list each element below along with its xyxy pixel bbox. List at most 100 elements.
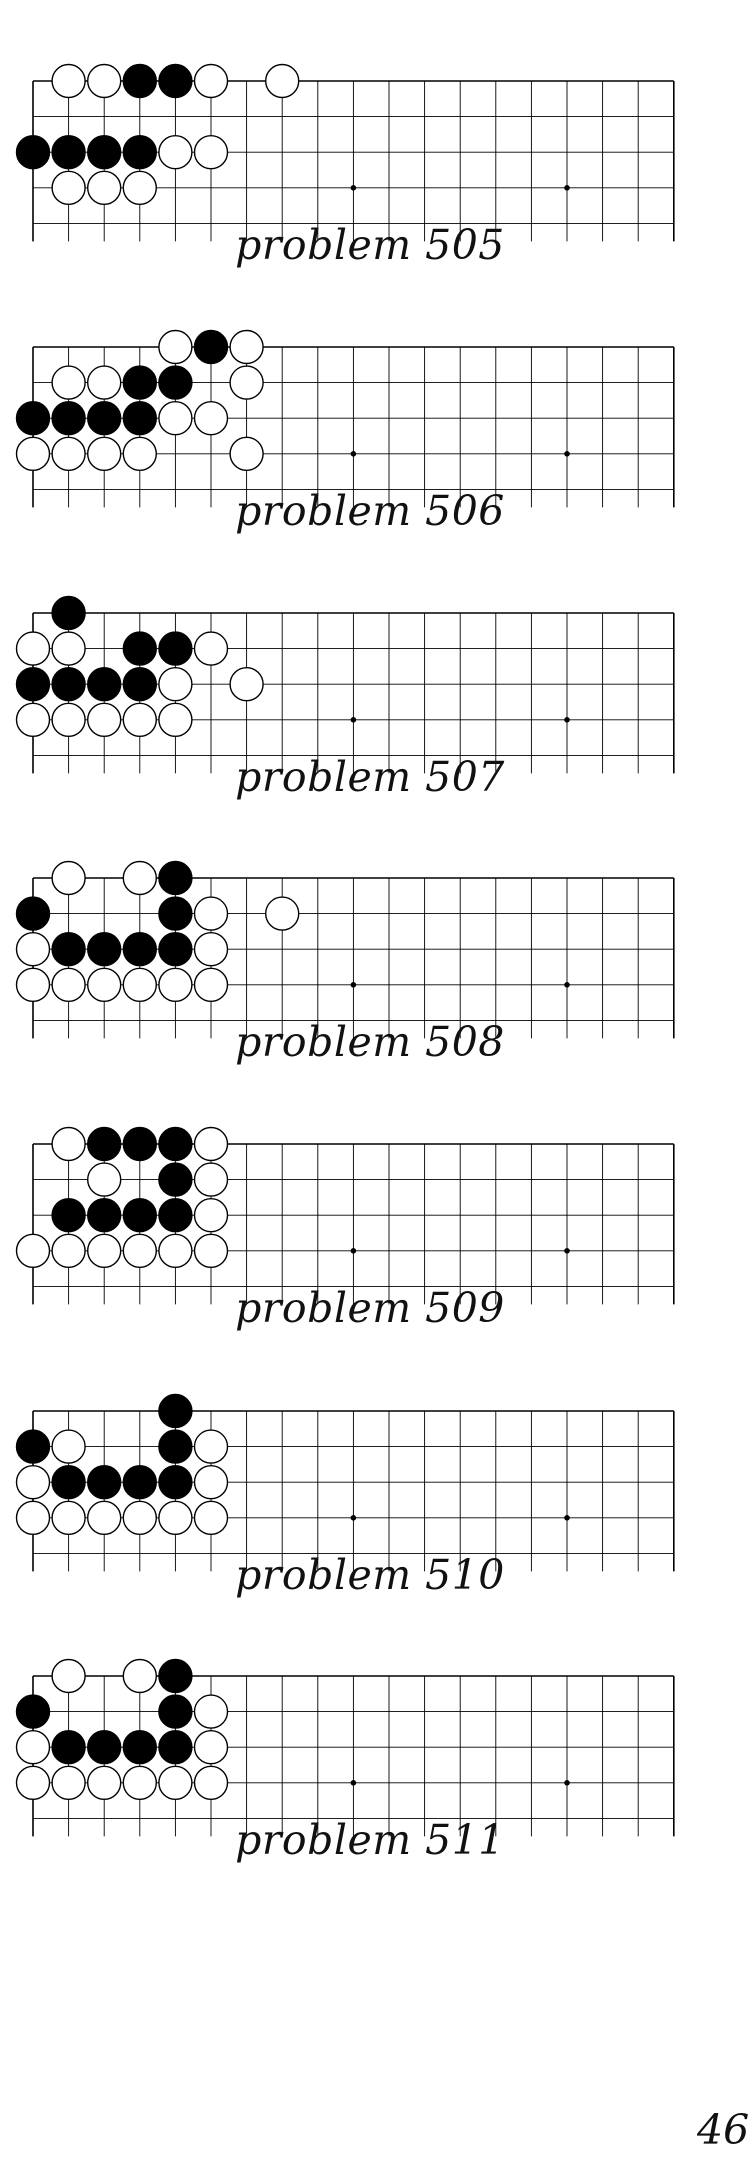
white-stone [51, 1126, 86, 1162]
black-stone [86, 666, 122, 702]
problem-caption: problem 510 [235, 1551, 505, 1599]
problem-caption: problem 509 [235, 1284, 505, 1332]
white-stone [193, 1694, 229, 1729]
problem-caption: problem 508 [235, 1018, 505, 1066]
black-stone [158, 896, 193, 931]
white-stone [51, 365, 86, 400]
white-stone [229, 329, 264, 365]
white-stone [51, 702, 86, 738]
star-point [564, 451, 570, 457]
go-board-diagram [15, 329, 675, 508]
black-stone [158, 1694, 193, 1729]
black-stone [51, 1197, 86, 1233]
white-stone [51, 631, 86, 666]
problem-caption: problem 506 [235, 487, 505, 535]
white-stone [86, 1233, 122, 1269]
black-stone [86, 1729, 122, 1765]
white-stone [193, 400, 229, 436]
white-stone [86, 170, 122, 206]
star-point [350, 451, 357, 457]
black-stone [51, 931, 86, 967]
white-stone [193, 63, 229, 99]
black-stone [158, 931, 193, 967]
white-stone [86, 702, 122, 738]
white-stone [193, 1765, 229, 1801]
white-stone [265, 63, 300, 99]
black-stone [15, 666, 51, 702]
page-number: 46 [697, 2106, 749, 2154]
star-point [350, 1515, 357, 1521]
white-stone [193, 1162, 229, 1197]
white-stone [15, 702, 51, 738]
white-stone [86, 365, 122, 400]
white-stone [229, 365, 264, 400]
white-stone [86, 436, 122, 472]
white-stone [158, 967, 193, 1003]
white-stone [158, 702, 193, 738]
black-stone [158, 1464, 193, 1500]
white-stone [158, 1233, 193, 1269]
white-stone [193, 1197, 229, 1233]
white-stone [15, 1729, 51, 1765]
white-stone [158, 134, 193, 170]
white-stone [122, 436, 158, 472]
black-stone [86, 400, 122, 436]
black-stone [15, 1429, 51, 1464]
white-stone [51, 1765, 86, 1801]
white-stone [122, 1765, 158, 1801]
white-stone [193, 1729, 229, 1765]
white-stone [265, 896, 300, 931]
black-stone [51, 400, 86, 436]
white-stone [122, 1233, 158, 1269]
black-stone [86, 1197, 122, 1233]
white-stone [86, 1162, 122, 1197]
black-stone [122, 1126, 158, 1162]
white-stone [193, 134, 229, 170]
black-stone [158, 365, 193, 400]
white-stone [15, 1464, 51, 1500]
black-stone [15, 1694, 51, 1729]
black-stone [86, 134, 122, 170]
star-point [350, 1780, 357, 1786]
black-stone [51, 1729, 86, 1765]
white-stone [122, 1658, 158, 1694]
white-stone [229, 666, 264, 702]
black-stone [122, 1197, 158, 1233]
black-stone [193, 329, 229, 365]
white-stone [51, 1658, 86, 1694]
white-stone [158, 1765, 193, 1801]
problem-caption: problem 507 [235, 753, 505, 801]
black-stone [158, 1658, 193, 1694]
black-stone [158, 1126, 193, 1162]
black-stone [122, 631, 158, 666]
black-stone [51, 595, 86, 631]
white-stone [122, 702, 158, 738]
white-stone [15, 436, 51, 472]
white-stone [229, 436, 264, 472]
black-stone [15, 896, 51, 931]
black-stone [86, 1464, 122, 1500]
black-stone [122, 134, 158, 170]
white-stone [86, 63, 122, 99]
go-board-diagram [15, 595, 675, 774]
black-stone [86, 931, 122, 967]
go-board-diagram [15, 1658, 675, 1837]
black-stone [51, 1464, 86, 1500]
white-stone [122, 170, 158, 206]
star-point [564, 1248, 570, 1254]
white-stone [15, 1233, 51, 1269]
black-stone [158, 631, 193, 666]
black-stone [122, 666, 158, 702]
white-stone [193, 967, 229, 1003]
star-point [564, 982, 570, 988]
star-point [350, 1248, 357, 1254]
problem-caption: problem 505 [235, 221, 505, 269]
black-stone [15, 400, 51, 436]
black-stone [15, 134, 51, 170]
white-stone [51, 436, 86, 472]
problem-caption: problem 511 [235, 1816, 505, 1864]
white-stone [158, 329, 193, 365]
black-stone [158, 1393, 193, 1429]
star-point [350, 982, 357, 988]
go-board-diagram [15, 860, 675, 1039]
